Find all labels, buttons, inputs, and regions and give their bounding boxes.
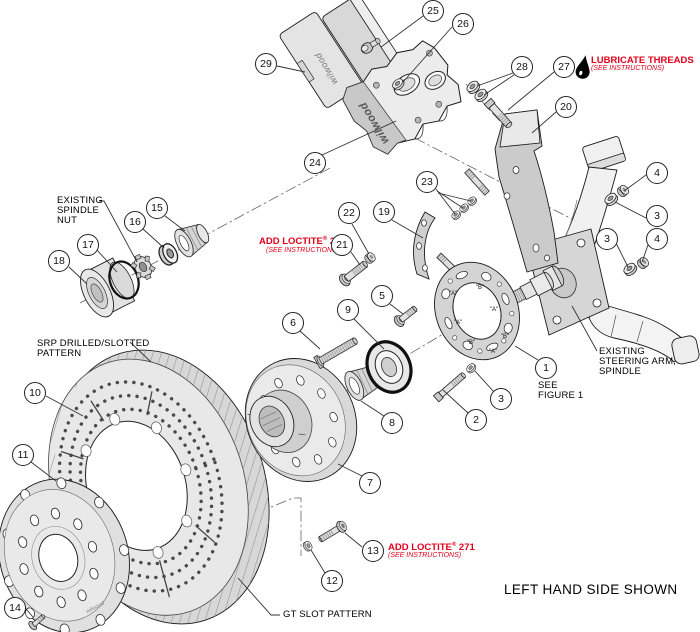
rotor-hat: wilwood	[0, 477, 130, 632]
plate-washer	[464, 361, 478, 375]
callout-14: 14	[4, 597, 26, 619]
spindle-axle	[505, 265, 565, 307]
callout-22: 22	[338, 202, 360, 224]
caliper-bolt	[483, 97, 513, 129]
leader-lines	[25, 15, 649, 618]
callout-7: 7	[359, 472, 381, 494]
callout-6: 6	[282, 312, 304, 334]
callout-25: 25	[422, 0, 444, 22]
callout-4b: 4	[646, 228, 668, 250]
callout-21: 21	[331, 234, 353, 256]
callout-28: 28	[511, 56, 533, 78]
note-lubricate-sub: (SEE INSTRUCTIONS)	[591, 65, 665, 72]
callout-10: 10	[24, 382, 46, 404]
svg-text:"A": "A"	[490, 307, 498, 313]
hat-bolt	[318, 520, 347, 543]
callout-29: 29	[255, 53, 277, 75]
callout-5: 5	[371, 285, 393, 307]
bracket-spacer	[413, 211, 436, 280]
oil-drop-icon	[575, 55, 590, 79]
wheel-stud	[313, 337, 358, 370]
callout-1: 1	[535, 357, 557, 379]
svg-text:"B": "B"	[476, 285, 484, 291]
label-gt-slot-pattern: GT SLOT PATTERN	[283, 609, 372, 620]
bracket-studs	[436, 168, 490, 278]
plate-bolt-upper	[393, 305, 418, 327]
svg-text:"A": "A"	[449, 291, 457, 297]
callout-27: 27	[553, 56, 575, 78]
plate-bolt-lower	[432, 372, 466, 403]
svg-text:"A": "A"	[489, 349, 497, 355]
hub	[244, 358, 358, 482]
callout-26: 26	[452, 13, 474, 35]
callout-9: 9	[337, 299, 359, 321]
callout-24: 24	[304, 152, 326, 174]
callout-19: 19	[373, 201, 395, 223]
arm-washer-lower	[621, 260, 640, 279]
svg-text:"B": "B"	[501, 334, 509, 340]
arm-nut-upper	[615, 183, 631, 199]
label-see-figure-1: SEE FIGURE 1	[538, 380, 584, 401]
svg-text:"A": "A"	[454, 320, 462, 326]
outer-bearing	[174, 224, 210, 258]
callout-3c: 3	[490, 388, 512, 410]
callout-20: 20	[555, 96, 577, 118]
callout-16: 16	[124, 211, 146, 233]
callout-12: 12	[321, 570, 343, 592]
note-lubricate-threads: LUBRICATE THREADS	[591, 55, 694, 66]
bracket-bolt	[339, 260, 368, 287]
note-loctite-bottom: ADD LOCTITE® 271	[388, 542, 475, 554]
callout-17: 17	[77, 234, 99, 256]
callout-11: 11	[12, 444, 34, 466]
bleed-screw	[360, 37, 381, 54]
callout-3b: 3	[596, 228, 618, 250]
callout-3a: 3	[646, 205, 668, 227]
note-loctite-bottom-sub: (SEE INSTRUCTIONS)	[388, 552, 462, 559]
grease-seal	[365, 340, 413, 394]
label-srp-pattern: SRP DRILLED/SLOTTED PATTERN	[37, 338, 150, 359]
callout-13: 13	[362, 540, 384, 562]
adapter-plate: "A" "B" "A" "A" "B" "B" "A"	[434, 261, 520, 361]
callout-8: 8	[381, 412, 403, 434]
plate-hole-labels: "A" "B" "A" "A" "B" "B" "A"	[449, 285, 509, 355]
callout-4a: 4	[646, 162, 668, 184]
label-existing-spindle-nut: EXISTING SPINDLE NUT	[57, 195, 103, 226]
hat-screw	[28, 614, 46, 631]
spindle-nut	[130, 253, 156, 281]
callout-15: 15	[146, 197, 168, 219]
caliper-bracket	[494, 109, 559, 273]
label-left-hand-side: LEFT HAND SIDE SHOWN	[504, 582, 678, 597]
callout-23: 23	[416, 171, 438, 193]
label-existing-steering-arm: EXISTING STEERING ARM, SPINDLE	[599, 346, 677, 377]
note-loctite-top-sub: (SEE INSTRUCTIONS)	[266, 247, 340, 254]
dust-cap	[80, 257, 136, 318]
callout-2: 2	[465, 409, 487, 431]
callout-18: 18	[48, 250, 70, 272]
svg-text:"B": "B"	[467, 340, 475, 346]
